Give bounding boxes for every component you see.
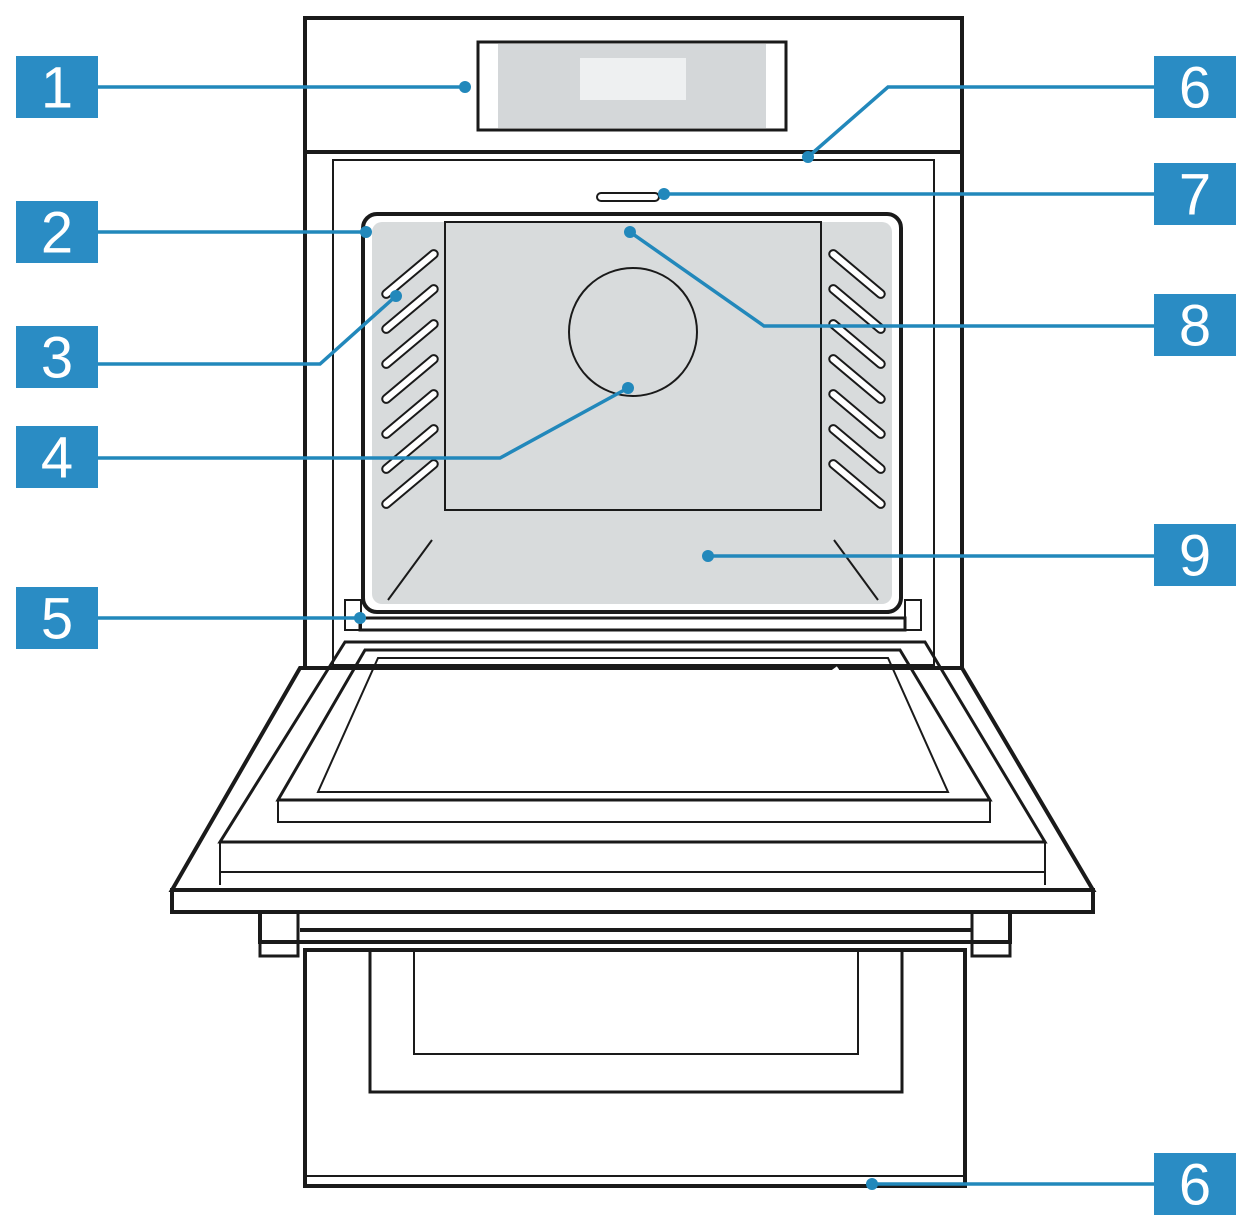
door-glass	[316, 657, 950, 793]
lower-housing	[258, 910, 1012, 1188]
leader-lines	[97, 85, 1155, 1186]
shelf-supports-left	[381, 249, 439, 509]
callout-9-number: 9	[1179, 524, 1211, 589]
leader-dots	[354, 81, 878, 1190]
callout-6-top-number: 6	[1179, 56, 1211, 121]
callout-3: 3	[16, 326, 98, 391]
callout-6-bottom: 6	[1154, 1153, 1236, 1218]
callout-2-number: 2	[41, 201, 73, 266]
callout-5: 5	[16, 587, 98, 652]
callout-4-number: 4	[41, 426, 73, 491]
callout-8-number: 8	[1179, 294, 1211, 359]
callout-8: 8	[1154, 294, 1236, 359]
callout-7-number: 7	[1179, 163, 1211, 228]
door-hinges	[344, 599, 922, 631]
oven-door	[168, 616, 1097, 914]
door-sensor	[596, 192, 660, 202]
control-panel-display	[476, 40, 788, 132]
callout-5-number: 5	[41, 587, 73, 652]
callout-9: 9	[1154, 524, 1236, 589]
callout-6-top: 6	[1154, 56, 1236, 121]
callout-1-number: 1	[41, 56, 73, 121]
callout-7: 7	[1154, 163, 1236, 228]
callout-6-bottom-number: 6	[1179, 1153, 1211, 1218]
shelf-supports-right	[828, 249, 886, 509]
cooking-compartment	[361, 212, 903, 614]
callout-3-number: 3	[41, 326, 73, 391]
drawer-glass	[413, 949, 859, 1055]
callout-4: 4	[16, 426, 98, 491]
callout-2: 2	[16, 201, 98, 266]
fan-cover	[568, 267, 698, 397]
callout-1: 1	[16, 56, 98, 121]
